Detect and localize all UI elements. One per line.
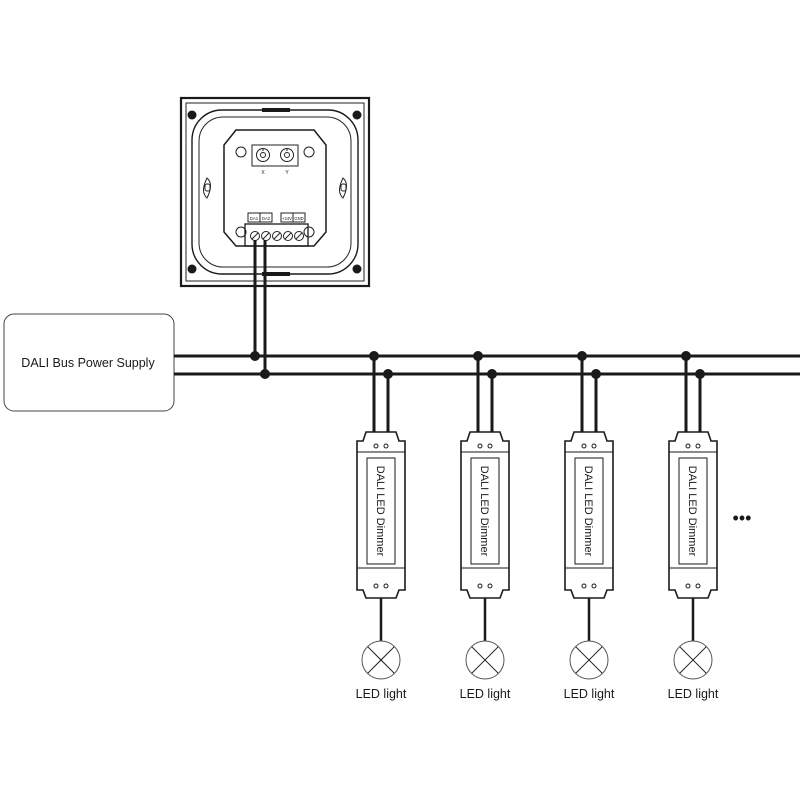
bus-junction-dot — [577, 351, 587, 361]
terminal-block — [244, 223, 309, 247]
dimmer-label-panel — [678, 457, 708, 565]
dimmer-label: DALI LED Dimmer — [478, 466, 490, 557]
terminal-label-gnd: GND — [294, 216, 303, 221]
dimmer-label-panel — [574, 457, 604, 565]
panel-screw-icon — [352, 110, 362, 120]
terminal-label-strip — [247, 212, 306, 223]
module-hole-icon — [303, 146, 315, 158]
led-light-label: LED light — [356, 687, 407, 701]
bus-junction-dot — [383, 369, 393, 379]
dimmer-screw-icon — [695, 443, 701, 449]
terminal-label-da2: DA2 — [262, 216, 271, 221]
dimmer-label: DALI LED Dimmer — [374, 466, 386, 557]
led-light-label: LED light — [668, 687, 719, 701]
bus-junction-dot — [695, 369, 705, 379]
dimmer-screw-icon — [477, 443, 483, 449]
panel-outer-frame — [179, 96, 371, 288]
dimmer-screw-icon — [487, 583, 493, 589]
dimmer-screw-icon — [591, 583, 597, 589]
panel-screw-icon — [352, 264, 362, 274]
power-supply-label: DALI Bus Power Supply — [21, 356, 155, 370]
bus-junction-dot — [591, 369, 601, 379]
keyhole-mount-icon — [339, 177, 347, 199]
panel-screw-icon — [187, 110, 197, 120]
dimmer-screw-icon — [373, 583, 379, 589]
knob-label-y: Y — [285, 170, 289, 176]
controller-module-body — [223, 129, 327, 247]
dimmer-screw-icon — [487, 443, 493, 449]
dimmer-label-panel — [366, 457, 396, 565]
terminal-label-24v: +24V — [282, 216, 292, 221]
led-light-label: LED light — [564, 687, 615, 701]
terminal-screw-icon — [261, 231, 271, 241]
continuation-ellipsis: ••• — [733, 508, 752, 528]
terminal-screw-icon — [294, 231, 304, 241]
led-lamp-cross — [575, 646, 603, 674]
led-light-label: LED light — [460, 687, 511, 701]
dimmer-housing — [668, 431, 718, 599]
rotary-switch-y-icon[interactable] — [280, 148, 294, 162]
bus-junction-dot — [260, 369, 270, 379]
dimmer-label: DALI LED Dimmer — [582, 466, 594, 557]
dimmer-housing — [356, 431, 406, 599]
terminal-screw-icon — [272, 231, 282, 241]
dimmer-housing — [564, 431, 614, 599]
terminal-screw-icon — [283, 231, 293, 241]
dimmer-screw-icon — [685, 443, 691, 449]
led-lamp-cross — [367, 646, 395, 674]
rotary-switch-box — [251, 144, 299, 167]
module-hole-icon — [303, 226, 315, 238]
bus-junction-dot — [369, 351, 379, 361]
module-hole-icon — [235, 146, 247, 158]
knob-label-x: X — [261, 170, 265, 176]
terminal-label-da1: DA1 — [250, 216, 259, 221]
dimmer-screw-icon — [591, 443, 597, 449]
bus-junction-dot — [250, 351, 260, 361]
dimmer-screw-icon — [383, 443, 389, 449]
rotary-switch-x-icon[interactable] — [256, 148, 270, 162]
panel-screw-icon — [187, 264, 197, 274]
power-supply-box — [3, 313, 175, 412]
wall-panel: X Y DA1 DA2 +24V GND — [179, 96, 371, 288]
dimmer-screw-icon — [383, 583, 389, 589]
panel-plate — [191, 109, 359, 275]
dimmer-label: DALI LED Dimmer — [686, 466, 698, 557]
keyhole-mount-icon — [203, 177, 211, 199]
led-lamp-cross — [471, 646, 499, 674]
bus-junction-dot — [681, 351, 691, 361]
dimmer-screw-icon — [685, 583, 691, 589]
dimmer-screw-icon — [373, 443, 379, 449]
dimmer-label-panel — [470, 457, 500, 565]
bus-junction-dot — [487, 369, 497, 379]
led-lamp-cross — [679, 646, 707, 674]
panel-inner-frame — [185, 102, 365, 282]
bus-junction-dot — [473, 351, 483, 361]
dimmer-screw-icon — [581, 583, 587, 589]
terminal-screw-icon — [250, 231, 260, 241]
dimmer-housing — [460, 431, 510, 599]
dimmer-screw-icon — [477, 583, 483, 589]
dimmer-screw-icon — [695, 583, 701, 589]
panel-plate-inner — [198, 116, 352, 268]
dimmer-screw-icon — [581, 443, 587, 449]
module-hole-icon — [235, 226, 247, 238]
